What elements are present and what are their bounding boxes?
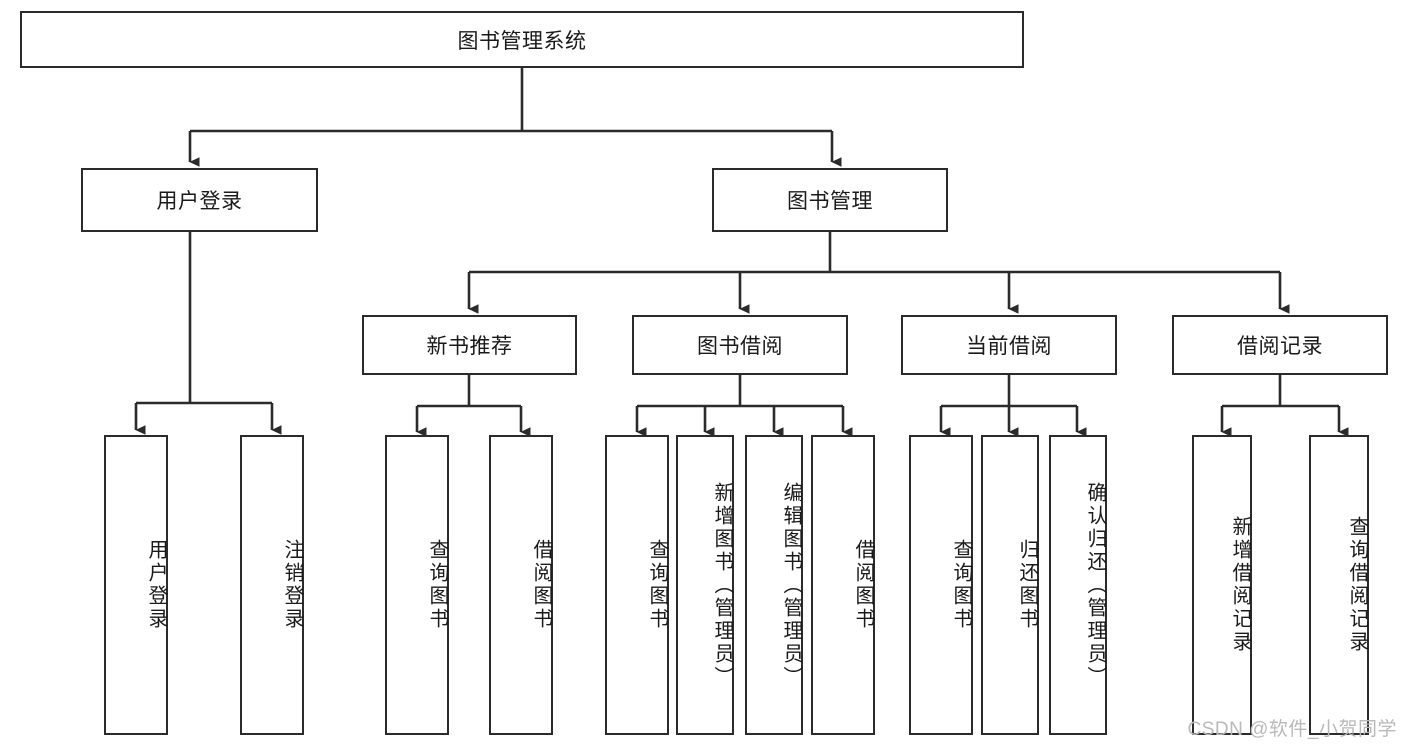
leaf-query-borrow-record-label: 查询借阅记录 (1346, 516, 1368, 654)
node-current-borrow-label: 当前借阅 (966, 335, 1052, 358)
leaf-add-borrow-record-label: 新增借阅记录 (1229, 516, 1251, 654)
node-borrow-record[interactable]: 借阅记录 (1172, 315, 1388, 375)
leaf-query-book-1[interactable]: 查询图书 (385, 435, 449, 735)
leaf-edit-book-label: 编辑图书（管理员） (780, 481, 802, 689)
leaf-edit-book[interactable]: 编辑图书（管理员） (745, 435, 803, 735)
leaf-user-login[interactable]: 用户登录 (104, 435, 168, 735)
node-root-label: 图书管理系统 (457, 29, 587, 53)
leaf-borrow-book-1-label: 借阅图书 (530, 539, 552, 631)
leaf-query-book-3-label: 查询图书 (950, 539, 972, 631)
leaf-borrow-book-2[interactable]: 借阅图书 (811, 435, 875, 735)
leaf-add-book[interactable]: 新增图书（管理员） (676, 435, 734, 735)
leaf-add-book-label: 新增图书（管理员） (711, 481, 733, 689)
node-borrow-record-label: 借阅记录 (1237, 335, 1323, 358)
watermark-text: CSDN @软件_小贺同学 (1187, 719, 1397, 740)
leaf-user-login-label: 用户登录 (145, 539, 167, 631)
node-book-management[interactable]: 图书管理 (712, 168, 948, 232)
leaf-confirm-return[interactable]: 确认归还（管理员） (1049, 435, 1107, 735)
node-book-borrow[interactable]: 图书借阅 (632, 315, 848, 375)
node-new-book-recommend[interactable]: 新书推荐 (362, 315, 577, 375)
leaf-return-book-label: 归还图书 (1016, 539, 1038, 631)
leaf-query-book-3[interactable]: 查询图书 (909, 435, 973, 735)
leaf-query-borrow-record[interactable]: 查询借阅记录 (1309, 435, 1369, 735)
node-root[interactable]: 图书管理系统 (20, 11, 1024, 68)
leaf-query-book-1-label: 查询图书 (426, 539, 448, 631)
leaf-logout-label: 注销登录 (281, 539, 303, 631)
node-user-login[interactable]: 用户登录 (81, 168, 318, 232)
node-book-management-label: 图书管理 (787, 190, 873, 213)
node-current-borrow[interactable]: 当前借阅 (901, 315, 1117, 375)
leaf-query-book-2[interactable]: 查询图书 (605, 435, 669, 735)
leaf-confirm-return-label: 确认归还（管理员） (1084, 481, 1106, 689)
leaf-query-book-2-label: 查询图书 (646, 539, 668, 631)
leaf-add-borrow-record[interactable]: 新增借阅记录 (1192, 435, 1252, 735)
node-new-book-recommend-label: 新书推荐 (426, 335, 513, 358)
node-book-borrow-label: 图书借阅 (697, 335, 783, 358)
node-user-login-label: 用户登录 (156, 190, 243, 213)
leaf-logout[interactable]: 注销登录 (240, 435, 304, 735)
leaf-borrow-book-1[interactable]: 借阅图书 (489, 435, 553, 735)
leaf-borrow-book-2-label: 借阅图书 (852, 539, 874, 631)
leaf-return-book[interactable]: 归还图书 (981, 435, 1039, 735)
